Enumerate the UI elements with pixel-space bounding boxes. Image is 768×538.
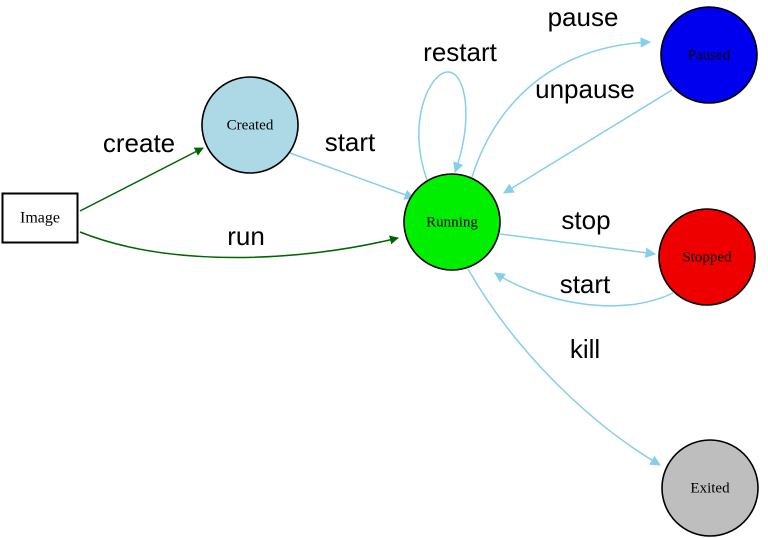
- node-paused[interactable]: Paused: [660, 6, 758, 104]
- edge-create[interactable]: [79, 147, 204, 212]
- edge-label-run: run: [227, 221, 265, 251]
- edge-pause[interactable]: [471, 37, 652, 178]
- edge-start-stopped[interactable]: [494, 272, 674, 307]
- edge-label-restart: restart: [423, 37, 497, 67]
- node-shape-created[interactable]: [201, 76, 299, 174]
- edge-label-pause: pause: [548, 2, 619, 32]
- edge-kill[interactable]: [467, 268, 661, 466]
- edge-label-create: create: [103, 128, 175, 158]
- node-label-exited: Exited: [690, 480, 730, 496]
- node-shape-paused[interactable]: [660, 6, 758, 104]
- edge-label-kill: kill: [570, 334, 600, 364]
- node-label-created: Created: [227, 117, 274, 133]
- edge-label-stop: stop: [561, 205, 610, 235]
- edge-labels-layer: create run start restart pause unpause stop sta…: [103, 2, 635, 364]
- edge-unpause[interactable]: [503, 89, 673, 194]
- node-shape-stopped[interactable]: [658, 208, 756, 306]
- node-image[interactable]: Image: [1, 192, 79, 244]
- node-stopped[interactable]: Stopped: [658, 208, 756, 306]
- node-shape-image[interactable]: [1, 192, 79, 244]
- edge-run[interactable]: [79, 231, 399, 259]
- node-running[interactable]: Running: [403, 173, 501, 271]
- edge-label-start-created: start: [325, 127, 376, 157]
- edges-layer: [79, 37, 674, 466]
- edge-label-start-stopped: start: [560, 269, 611, 299]
- node-label-running: Running: [426, 214, 478, 230]
- node-created[interactable]: Created: [201, 76, 299, 174]
- edge-label-unpause: unpause: [535, 74, 635, 104]
- node-label-stopped: Stopped: [682, 249, 732, 265]
- node-shape-exited[interactable]: [661, 439, 759, 537]
- node-label-paused: Paused: [688, 47, 731, 63]
- node-exited[interactable]: Exited: [661, 439, 759, 537]
- node-shape-running[interactable]: [403, 173, 501, 271]
- edge-restart[interactable]: [418, 71, 467, 181]
- edge-start-created[interactable]: [289, 152, 415, 200]
- node-label-image: Image: [20, 210, 60, 227]
- edge-stop[interactable]: [499, 233, 657, 258]
